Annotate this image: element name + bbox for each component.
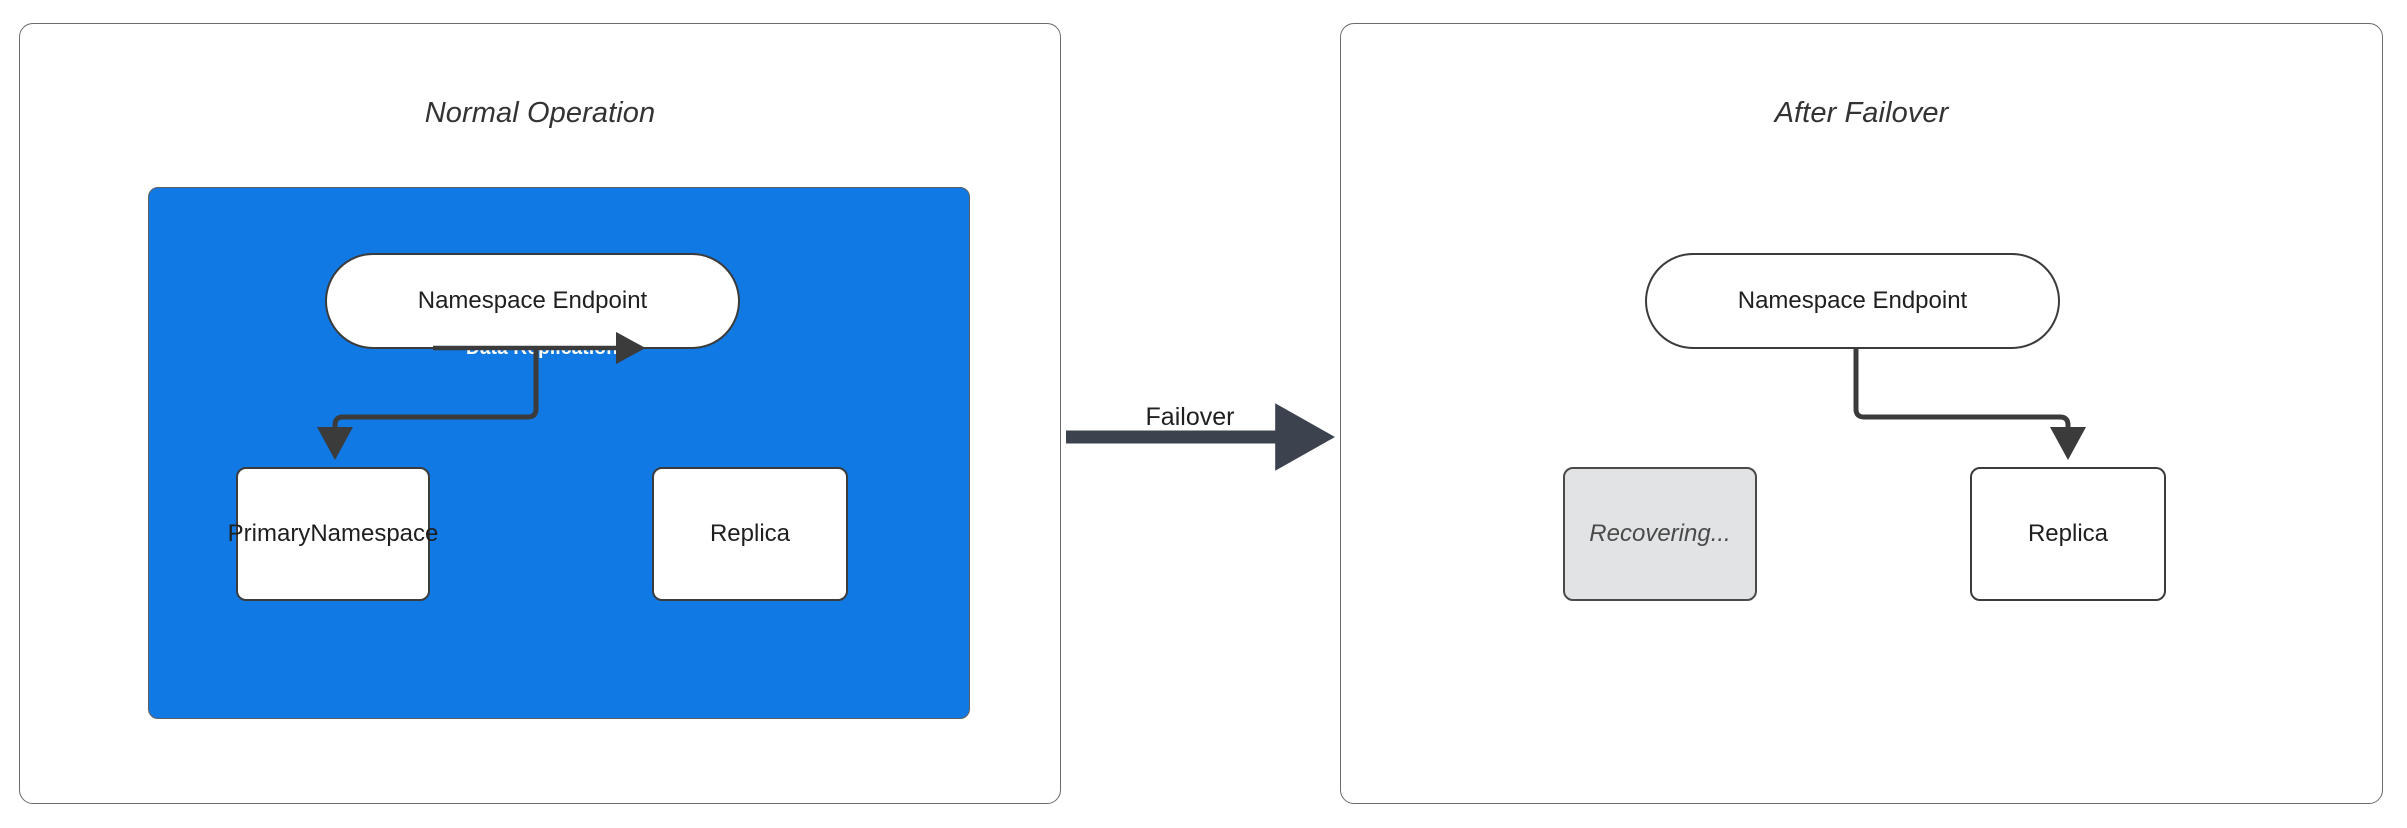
panel-normal-operation: Normal Operation <box>19 23 1061 804</box>
node-namespace-endpoint-failover[interactable]: Namespace Endpoint <box>1645 253 2060 349</box>
edge-label-data-replication: Data Replication <box>465 338 619 359</box>
transition-label-failover: Failover <box>1145 403 1235 431</box>
node-recovering[interactable]: Recovering... <box>1563 467 1757 601</box>
panel-after-failover: After Failover <box>1340 23 2383 804</box>
node-primary-namespace-line1: Primary <box>227 519 311 547</box>
node-primary-namespace[interactable]: Primary Namespace <box>228 467 438 601</box>
node-replica-failover[interactable]: Replica <box>1970 467 2166 601</box>
panel-title-after-failover: After Failover <box>1774 97 1949 129</box>
node-primary-namespace-line2: Namespace <box>310 519 439 547</box>
node-namespace-endpoint-normal[interactable]: Namespace Endpoint <box>325 253 740 349</box>
node-replica-normal[interactable]: Replica <box>652 467 848 601</box>
panel-title-normal-operation: Normal Operation <box>424 97 656 129</box>
